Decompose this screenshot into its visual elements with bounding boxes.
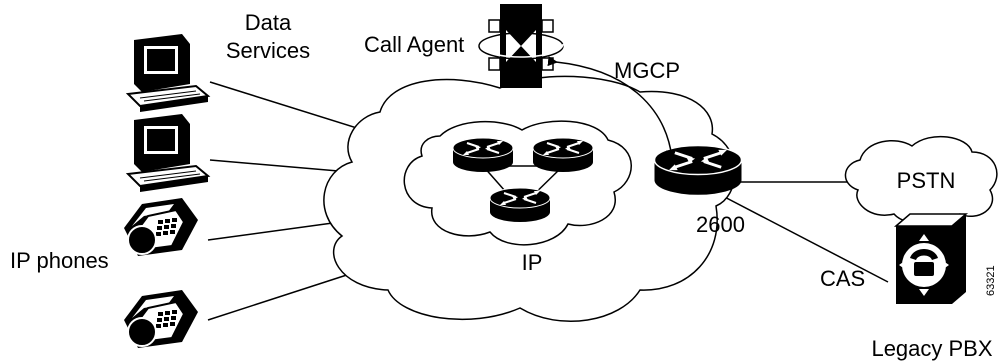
router-2600-label: 2600 bbox=[696, 212, 745, 237]
workstation-icon-2 bbox=[127, 113, 209, 193]
data-services-label-line1: Data bbox=[245, 10, 292, 35]
connection-lines bbox=[207, 81, 889, 321]
legacy-pbx-icon bbox=[893, 213, 969, 304]
core-router-1 bbox=[452, 137, 514, 173]
data-services-label-line2: Services bbox=[226, 38, 310, 63]
cas-label: CAS bbox=[820, 266, 865, 291]
legacy-pbx-label: Legacy PBX bbox=[871, 336, 992, 361]
call-agent-icon bbox=[478, 4, 564, 88]
ip-phone-badge-1: IP bbox=[136, 234, 149, 249]
figure-id-label: 63321 bbox=[985, 265, 997, 296]
pstn-label: PSTN bbox=[897, 168, 956, 193]
mgcp-arrow bbox=[547, 56, 676, 160]
ip-cloud-label: IP bbox=[522, 250, 543, 275]
core-router-3 bbox=[489, 187, 551, 223]
ip-phone-badge-2: IP bbox=[136, 326, 149, 341]
pstn-cloud bbox=[844, 135, 998, 226]
mgcp-label: MGCP bbox=[614, 58, 680, 83]
call-agent-label: Call Agent bbox=[364, 32, 464, 57]
router-2600 bbox=[653, 144, 743, 197]
core-router-2 bbox=[532, 137, 594, 173]
ip-phones-label: IP phones bbox=[10, 248, 109, 273]
workstation-icon-1 bbox=[127, 33, 209, 113]
